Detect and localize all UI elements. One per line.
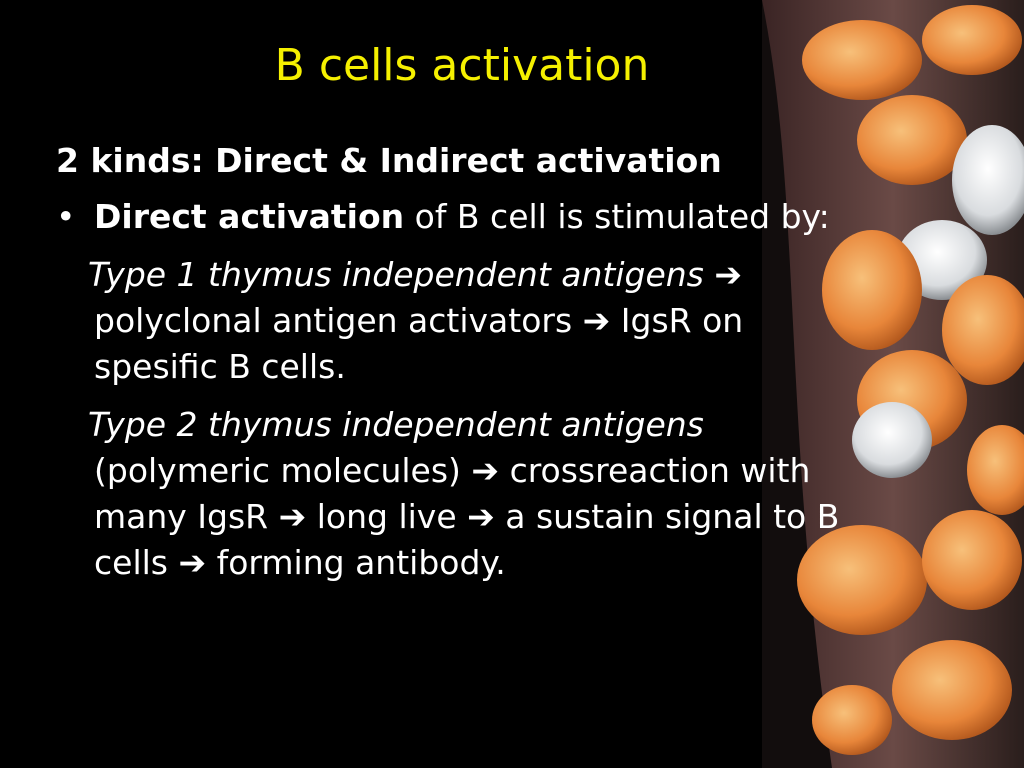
arrow-icon: ➔ <box>582 301 611 340</box>
direct-activation-text: of B cell is stimulated by: <box>404 197 830 236</box>
arrow-icon: ➔ <box>471 451 500 490</box>
bullet-marker: • <box>56 197 76 236</box>
arrow-icon: ➔ <box>278 497 307 536</box>
arrow-icon: ➔ <box>178 543 207 582</box>
arrow-icon: ➔ <box>714 255 743 294</box>
slide-title: B cells activation <box>274 40 650 91</box>
type1-paragraph: Type 1 thymus independent antigens ➔ pol… <box>56 252 846 390</box>
type2-part5: forming antibody. <box>206 543 506 582</box>
type2-part3: long live <box>306 497 468 536</box>
type1-part2: IgsR on spesific B cells. <box>94 301 744 386</box>
heading-kinds: 2 kinds: Direct & Indirect activation <box>56 141 722 180</box>
slide-content: 2 kinds: Direct & Indirect activation • … <box>56 138 846 598</box>
type2-paragraph: Type 2 thymus independent antigens (poly… <box>56 402 846 586</box>
bullet-direct-activation: • Direct activation of B cell is stimula… <box>56 194 846 240</box>
type2-lead: Type 2 thymus independent antigens <box>88 405 704 444</box>
type2-part2: crossreaction with many IgsR <box>94 451 811 536</box>
type2-part4: a sustain signal to B cells <box>94 497 840 582</box>
direct-activation-bold: Direct activation <box>94 197 405 236</box>
type1-part1: polyclonal antigen activators <box>94 301 583 340</box>
blood-cells-image <box>762 0 1024 768</box>
type1-lead: Type 1 thymus independent antigens <box>88 255 704 294</box>
type2-part1: (polymeric molecules) <box>94 451 472 490</box>
arrow-icon: ➔ <box>467 497 495 536</box>
